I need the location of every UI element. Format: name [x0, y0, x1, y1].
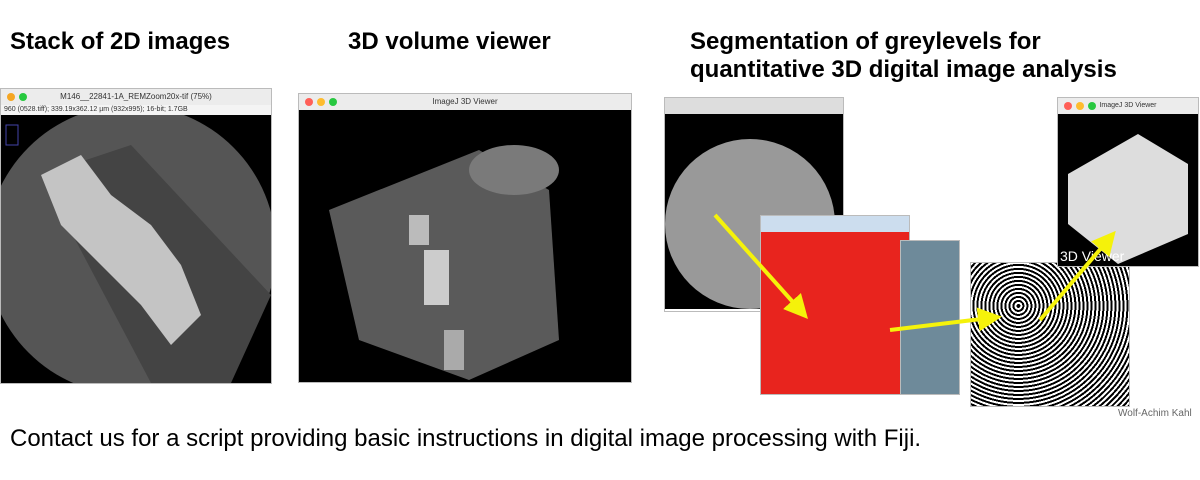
heading-volume: 3D volume viewer	[348, 28, 551, 55]
window-title: M146__22841-1A_REMZoom20x-tif (75%)	[60, 92, 212, 101]
image-info: 960 (0528.tiff); 339.19x362.12 µm (932x9…	[1, 105, 271, 115]
fiji-toolbar	[665, 98, 843, 114]
arrow-1	[713, 213, 809, 319]
footer-text: Contact us for a script providing basic …	[10, 425, 922, 452]
heading-stack: Stack of 2D images	[10, 28, 231, 55]
title-bar: ImageJ 3D Viewer	[1058, 98, 1198, 114]
arrow-2	[889, 307, 1002, 332]
binary-result-window	[970, 262, 1130, 407]
window-title: ImageJ 3D Viewer	[432, 97, 498, 106]
volume-render	[299, 110, 631, 382]
fiji-toolbar	[761, 216, 909, 232]
3d-viewer-window: ImageJ 3D Viewer	[298, 93, 632, 383]
ct-slice-image	[1, 115, 271, 383]
author-credit: Wolf-Achim Kahl	[1118, 408, 1192, 420]
stack-window: M146__22841-1A_REMZoom20x-tif (75%) 960 …	[0, 88, 272, 384]
arrow-3	[1038, 230, 1116, 322]
window-title: ImageJ 3D Viewer	[1099, 102, 1157, 109]
title-bar: M146__22841-1A_REMZoom20x-tif (75%)	[1, 89, 271, 105]
title-bar: ImageJ 3D Viewer	[299, 94, 631, 110]
heading-segmentation-1: Segmentation of greylevels for	[690, 28, 1041, 55]
heading-segmentation-2: quantitative 3D digital image analysis	[690, 56, 1117, 83]
texture-background	[900, 240, 960, 395]
